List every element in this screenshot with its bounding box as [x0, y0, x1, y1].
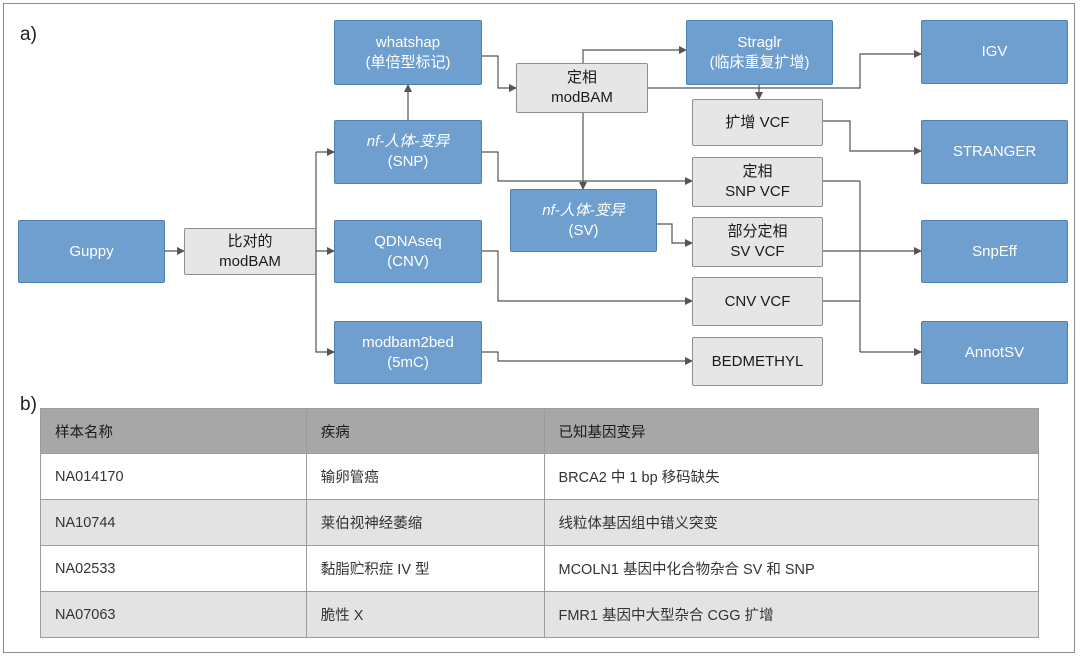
- node-annotsv: AnnotSV: [921, 321, 1068, 384]
- table-header-variant: 已知基因变异: [543, 408, 1039, 454]
- table-cell-disease: 莱伯视神经萎缩: [305, 499, 545, 546]
- node-nf-snp-line1: nf-人体-变异: [366, 133, 450, 150]
- node-nf-snp-line2: (SNP): [387, 153, 429, 170]
- panel-label-a: a): [20, 24, 37, 45]
- node-guppy: Guppy: [18, 220, 165, 283]
- node-modbam2bed-line1: modbam2bed: [362, 333, 454, 351]
- panel-label-b: b): [20, 394, 37, 415]
- node-partial-phased-sv-vcf: 部分定相 SV VCF: [692, 217, 823, 267]
- edge-modbam2bed-bedmethyl: [482, 351, 693, 365]
- table-cell-variant: MCOLN1 基因中化合物杂合 SV 和 SNP: [543, 545, 1039, 592]
- table-header-sample: 样本名称: [40, 408, 307, 454]
- node-partial-sv-vcf-line1: 部分定相: [727, 223, 788, 240]
- table-header-disease: 疾病: [305, 408, 545, 454]
- edge-expansionvcf-stranger: [823, 120, 922, 155]
- node-straglr-line2: (临床重复扩增): [709, 53, 810, 71]
- node-expansion-vcf-label: 扩增 VCF: [725, 113, 790, 131]
- node-aligned-modbam: 比对的 modBAM: [184, 228, 316, 275]
- node-modbam2bed-line2: (5mC): [387, 353, 429, 371]
- table-cell-variant: FMR1 基因中大型杂合 CGG 扩增: [543, 591, 1039, 638]
- edge-nfsv-svvcf: [657, 223, 693, 247]
- table-cell-sample: NA014170: [40, 453, 307, 500]
- node-nf-sv-line1: nf-人体-变异: [542, 201, 625, 219]
- node-cnv-vcf: CNV VCF: [692, 277, 823, 326]
- table-cell-variant: BRCA2 中 1 bp 移码缺失: [543, 453, 1039, 500]
- edge-qdnaseq-cnvvcf: [482, 250, 693, 305]
- node-snpeff-label: SnpEff: [972, 242, 1017, 260]
- node-guppy-label: Guppy: [69, 242, 114, 260]
- node-phased-modbam-line1: 定相: [566, 69, 597, 86]
- sample-table: 样本名称 疾病 已知基因变异 NA014170 输卵管癌 BRCA2 中 1 b…: [40, 408, 1039, 638]
- edge-phased-straglr: [582, 46, 687, 63]
- node-nf-human-variation-sv: nf-人体-变异 (SV): [510, 189, 657, 252]
- table-row: NA02533 黏脂贮积症 IV 型 MCOLN1 基因中化合物杂合 SV 和 …: [40, 545, 1039, 592]
- node-igv-label: IGV: [981, 43, 1008, 60]
- node-phased-snp-vcf-line2: SNP VCF: [725, 183, 790, 200]
- node-snpeff: SnpEff: [921, 220, 1068, 283]
- node-bedmethyl-label: BEDMETHYL: [711, 352, 804, 370]
- table-header-row: 样本名称 疾病 已知基因变异: [40, 408, 1039, 454]
- table-cell-disease: 黏脂贮积症 IV 型: [305, 545, 545, 592]
- node-qdnaseq-line2: (CNV): [387, 252, 429, 270]
- node-nf-sv-line2: (SV): [568, 221, 599, 239]
- edges-layer: [165, 46, 922, 365]
- node-nf-human-variation-snp: nf-人体-变异 (SNP): [334, 120, 482, 184]
- figure-frame: [3, 3, 1075, 653]
- node-qdnaseq-line1: QDNAseq: [374, 232, 442, 250]
- node-cnv-vcf-label: CNV VCF: [724, 292, 791, 310]
- node-stranger: STRANGER: [921, 120, 1068, 184]
- node-whatshap-line2: (单倍型标记): [365, 53, 451, 71]
- edge-whatshap-phased: [482, 55, 517, 92]
- node-igv: IGV: [921, 20, 1068, 84]
- table-row: NA014170 输卵管癌 BRCA2 中 1 bp 移码缺失: [40, 453, 1039, 500]
- node-phased-snp-vcf: 定相 SNP VCF: [692, 157, 823, 207]
- table-cell-disease: 脆性 X: [305, 591, 545, 638]
- node-whatshap: whatshap (单倍型标记): [334, 20, 482, 85]
- node-qdnaseq: QDNAseq (CNV): [334, 220, 482, 283]
- table-row: NA10744 莱伯视神经萎缩 线粒体基因组中错义突变: [40, 499, 1039, 546]
- node-phased-snp-vcf-line1: 定相: [742, 163, 773, 180]
- node-aligned-modbam-line2: modBAM: [219, 252, 281, 270]
- node-aligned-modbam-line1: 比对的: [227, 232, 273, 250]
- edge-align-modbam2bed: [315, 251, 335, 356]
- node-phased-modbam: 定相 modBAM: [516, 63, 648, 113]
- node-modbam2bed: modbam2bed (5mC): [334, 321, 482, 384]
- node-partial-sv-vcf-line2: SV VCF: [730, 243, 785, 260]
- node-annotsv-label: AnnotSV: [964, 343, 1025, 361]
- node-straglr: Straglr (临床重复扩增): [686, 20, 833, 85]
- node-whatshap-line1: whatshap: [375, 33, 441, 51]
- table-cell-sample: NA07063: [40, 591, 307, 638]
- node-stranger-label: STRANGER: [952, 143, 1037, 160]
- node-bedmethyl: BEDMETHYL: [692, 337, 823, 386]
- node-straglr-line1: Straglr: [737, 33, 782, 51]
- table-row: NA07063 脆性 X FMR1 基因中大型杂合 CGG 扩增: [40, 591, 1039, 638]
- edge-nfsnp-snpvcf: [482, 151, 693, 185]
- node-phased-modbam-line2: modBAM: [551, 89, 613, 106]
- edge-phased-igv: [648, 50, 922, 89]
- table-cell-sample: NA02533: [40, 545, 307, 592]
- table-cell-disease: 输卵管癌: [305, 453, 545, 500]
- table-cell-sample: NA10744: [40, 499, 307, 546]
- node-expansion-vcf: 扩增 VCF: [692, 99, 823, 146]
- table-cell-variant: 线粒体基因组中错义突变: [543, 499, 1039, 546]
